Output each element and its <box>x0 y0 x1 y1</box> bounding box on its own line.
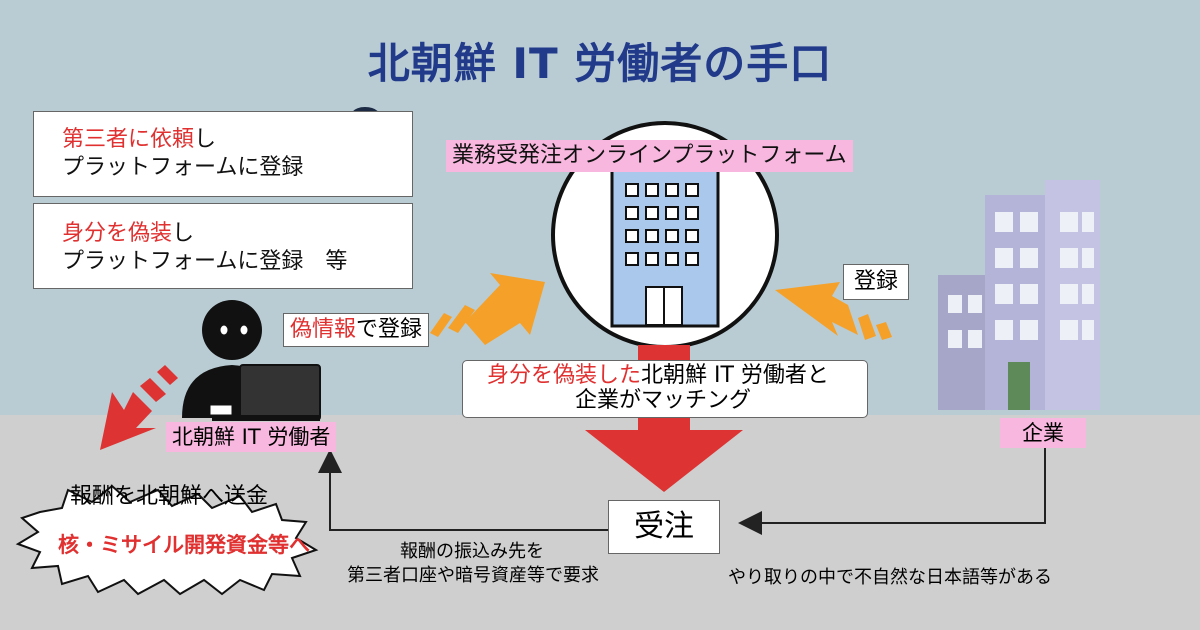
company-register-label: 登録 <box>843 264 910 300</box>
method-highlight: 第三者に依頼 <box>62 127 195 152</box>
worker-to-platform-arrow <box>430 273 545 345</box>
burst-label: 核・ミサイル開発資金等へ <box>58 533 310 557</box>
platform-label: 業務受発注オンラインプラットフォーム <box>446 140 853 172</box>
matching-line2: 企業がマッチング <box>575 388 752 413</box>
order-box: 受注 <box>608 500 720 554</box>
method-box-disguise: 身分を偽装し プラットフォームに登録 等 <box>33 203 413 289</box>
method-line2: プラットフォームに登録 等 <box>62 249 348 274</box>
worker-label: 北朝鮮 IT 労働者 <box>166 422 337 452</box>
matching-line1: 身分を偽装した北朝鮮 IT 労働者と <box>487 363 829 389</box>
laptop-icon <box>209 364 321 421</box>
method-line1: 身分を偽装し <box>62 220 194 248</box>
method-suffix: し <box>172 221 195 246</box>
payment-request-line2: 第三者口座や暗号資産等で要求 <box>347 565 599 586</box>
matching-suffix: 北朝鮮 IT 労働者と <box>641 363 829 388</box>
page-title: 北朝鮮 IT 労働者の手口 <box>367 39 833 88</box>
building-icon <box>551 121 779 349</box>
matching-box: 身分を偽装した北朝鮮 IT 労働者と 企業がマッチング <box>462 360 868 418</box>
company-building-icon <box>938 180 1100 410</box>
fake-info-suffix: で登録 <box>356 317 423 342</box>
payment-request-line1: 報酬の振込み先を <box>400 541 544 562</box>
method-highlight: 身分を偽装 <box>62 221 173 246</box>
company-label: 企業 <box>1000 418 1086 448</box>
company-to-order-connector <box>738 443 1046 535</box>
method-suffix: し <box>194 127 217 152</box>
method-box-third-party: 第三者に依頼し プラットフォームに登録 <box>33 111 413 197</box>
payment-request-note: 報酬の振込み先を 第三者口座や暗号資産等で要求 <box>347 540 599 588</box>
remit-label: 報酬を北朝鮮へ送金 <box>70 484 269 509</box>
remit-arrow <box>100 365 178 450</box>
fake-info-highlight: 偽情報 <box>290 317 357 342</box>
company-to-platform-arrow <box>775 282 892 340</box>
matching-highlight: 身分を偽装した <box>487 363 642 388</box>
method-line2: プラットフォームに登録 <box>62 155 304 180</box>
unnatural-language-note: やり取りの中で不自然な日本語等がある <box>728 567 1052 588</box>
fake-info-label: 偽情報で登録 <box>283 313 430 347</box>
method-line1: 第三者に依頼し <box>62 126 216 154</box>
burst-shape <box>15 484 319 596</box>
order-to-worker-connector <box>318 449 608 531</box>
